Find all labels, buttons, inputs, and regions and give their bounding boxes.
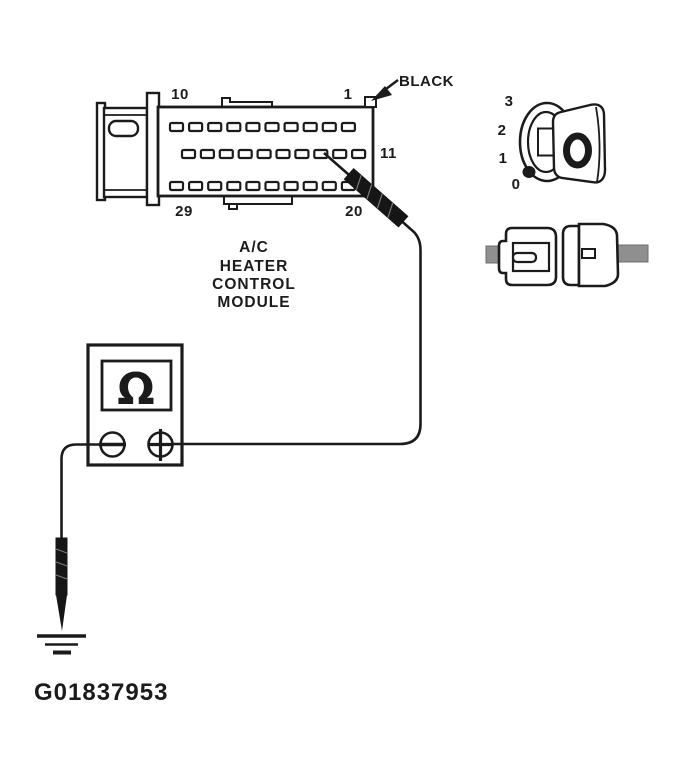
- module-name-line-1: A/C: [239, 239, 269, 256]
- connector-pin: [226, 180, 242, 192]
- pin-label-11: 11: [380, 145, 397, 162]
- connector-pin: [302, 121, 318, 133]
- detail-keyhole: [563, 132, 592, 169]
- connector-pin: [313, 148, 329, 160]
- connector-pin: [340, 121, 356, 133]
- connector-pin: [218, 148, 234, 160]
- detail-plate-edge: [595, 106, 601, 183]
- connector-pin: [207, 121, 223, 133]
- connector-pin: [256, 148, 272, 160]
- ohm-symbol: Ω: [117, 364, 154, 415]
- detail-tick-2: 2: [498, 122, 507, 139]
- connector-pin: [321, 180, 337, 192]
- connector-pin: [226, 121, 242, 133]
- inline-connector: [485, 222, 649, 288]
- ohmmeter-display: [100, 359, 173, 412]
- connector-pin: [188, 180, 204, 192]
- inline-right-body: [577, 222, 620, 288]
- wire-stub-right: [616, 244, 649, 263]
- detail-tick-0: 0: [512, 176, 521, 193]
- connector-pin: [321, 121, 337, 133]
- pin-label-10: 10: [171, 86, 189, 103]
- connector-pin: [237, 148, 253, 160]
- connector-face-detail: [518, 101, 607, 184]
- connector-pin: [264, 121, 280, 133]
- connector-pin: [283, 180, 299, 192]
- pin-label-20: 20: [345, 203, 363, 220]
- module-connector: [95, 91, 377, 210]
- connector-bottom-latch: [223, 196, 293, 205]
- connector-pin: [275, 148, 291, 160]
- positive-test-probe: [343, 168, 409, 228]
- detail-tick-3: 3: [505, 93, 514, 110]
- black-leader-line: [385, 79, 399, 90]
- connector-pin: [188, 121, 204, 133]
- connector-pin: [302, 180, 318, 192]
- black-callout: BLACK: [371, 73, 454, 101]
- black-arrowhead-icon: [371, 86, 392, 101]
- connector-pin: [168, 180, 185, 192]
- ground-test-probe: [55, 537, 68, 631]
- connector-pin: [180, 148, 197, 160]
- inline-right-slot: [581, 248, 596, 259]
- connector-pin: [351, 148, 367, 160]
- corner-notch: [364, 96, 377, 108]
- probe-tip: [56, 595, 67, 631]
- bracket-slot: [107, 119, 140, 138]
- connector-pin: [168, 121, 185, 133]
- detail-index-dot: [522, 166, 536, 178]
- module-name-line-3: CONTROL: [212, 276, 296, 293]
- pin-grid: [168, 121, 367, 192]
- connector-top-latch: [221, 97, 273, 107]
- ground-symbol-icon: [37, 634, 86, 655]
- connector-pin: [332, 148, 348, 160]
- inline-left-tab: [511, 251, 538, 264]
- figure-number: G01837953: [34, 679, 168, 706]
- pin-label-1: 1: [344, 86, 353, 103]
- module-name-line-2: HEATER: [220, 258, 289, 275]
- connector-pin: [294, 148, 310, 160]
- meter-terminals: [99, 429, 174, 461]
- positive-lead-wire: [173, 152, 422, 446]
- module-name: A/C HEATER CONTROL MODULE: [212, 239, 296, 311]
- connector-pin: [283, 121, 299, 133]
- connector-pin: [245, 180, 261, 192]
- black-label: BLACK: [399, 73, 454, 90]
- connector-pin: [207, 180, 223, 192]
- pin-label-29: 29: [175, 203, 193, 220]
- connector-pin: [199, 148, 215, 160]
- connector-pin: [245, 121, 261, 133]
- connector-bottom-latch-foot: [228, 204, 238, 210]
- connector-pin: [264, 180, 280, 192]
- inline-right-band: [561, 224, 581, 287]
- ground-lead-wire: [60, 443, 100, 545]
- detail-tick-1: 1: [499, 150, 508, 167]
- module-name-line-4: MODULE: [217, 294, 290, 311]
